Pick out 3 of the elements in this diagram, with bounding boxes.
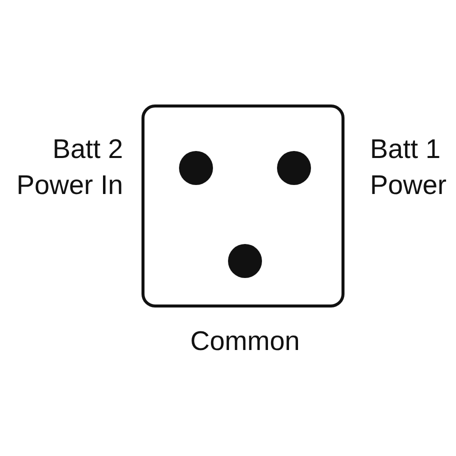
terminal-label: Batt 2 Power In	[15, 133, 123, 202]
terminal-label: Batt 1 Power	[370, 133, 448, 202]
terminal-label: Common	[189, 325, 301, 358]
